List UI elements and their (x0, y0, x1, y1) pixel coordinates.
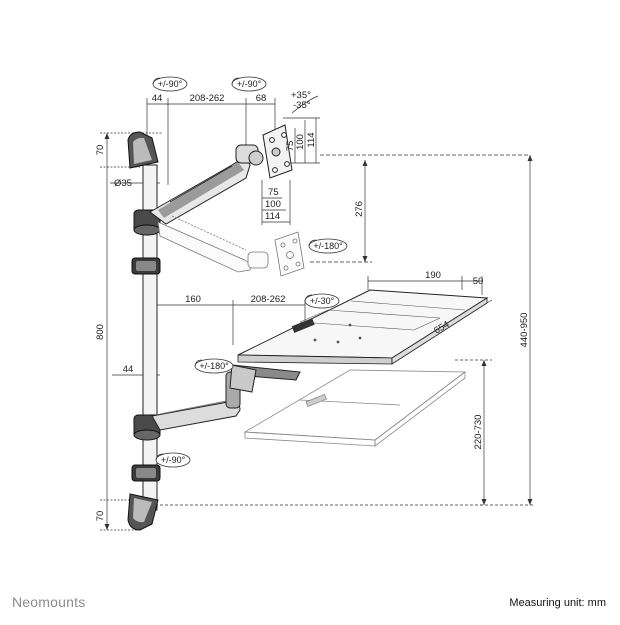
dim-lower-reach-1: 160 (185, 294, 201, 305)
rotation-badge-lower-arm (194, 358, 234, 374)
dim-arm-reach-top: 208-262 (190, 93, 225, 104)
dim-pole-length: 800 (95, 324, 106, 340)
lower-arm (151, 364, 257, 431)
rotation-badge-top-right (231, 76, 267, 92)
dimension-labels: +/-90° +/-90° +/-180° +/-30° +/-180° +/-… (95, 79, 530, 521)
dim-lower-reach-2: 208-262 (251, 294, 286, 305)
dim-tilt-down: -35° (293, 100, 311, 111)
keyboard-tray-ghost (243, 369, 467, 447)
dim-vesa-100-h: 100 (265, 199, 281, 210)
dim-vesa-75-h: 75 (268, 187, 279, 198)
rot-tray: +/-30° (310, 296, 335, 306)
dim-vesa-100-v: 100 (295, 134, 306, 150)
dim-tray-height: 220-730 (473, 415, 484, 450)
rot-top-right: +/-90° (237, 79, 262, 89)
dim-vesa-114-h: 114 (265, 211, 280, 222)
dim-pole-diameter: Ø35 (114, 178, 132, 189)
monitor-arm (149, 124, 293, 225)
rotation-badge-top-left (152, 76, 188, 92)
dim-tray-width: 190 (425, 270, 441, 281)
rot-monitor: +/-180° (313, 241, 343, 251)
dim-monitor-travel: 276 (354, 201, 365, 217)
dimension-arrows (104, 133, 533, 530)
rotation-badges (152, 76, 348, 468)
monitor-arm-ghost (157, 215, 305, 277)
dim-tray-side: 50 (473, 276, 484, 287)
rot-bottom: +/-90° (161, 455, 186, 465)
keyboard-tray (231, 289, 489, 381)
dim-lower-offset: 44 (123, 364, 134, 375)
dim-vesa-75-v: 75 (285, 141, 296, 152)
dim-head-depth: 68 (256, 93, 267, 104)
rotation-badge-monitor (308, 238, 348, 254)
dim-pole-top-cap: 70 (95, 145, 106, 156)
dim-tilt-up: +35° (291, 90, 311, 101)
dim-overall-height: 440-950 (519, 313, 530, 348)
rotation-badge-tray (304, 293, 340, 309)
brand-logo-text: Neomounts (12, 594, 86, 610)
dim-top-offset: 44 (152, 93, 163, 104)
measuring-unit-note: Measuring unit: mm (509, 597, 606, 609)
rotation-badge-bottom (155, 452, 191, 468)
pole (127, 131, 161, 531)
rot-top-left: +/-90° (158, 79, 183, 89)
rot-lower-arm: +/-180° (199, 361, 229, 371)
dim-pole-bottom-cap: 70 (95, 511, 106, 522)
dim-vesa-114-v: 114 (306, 132, 317, 147)
